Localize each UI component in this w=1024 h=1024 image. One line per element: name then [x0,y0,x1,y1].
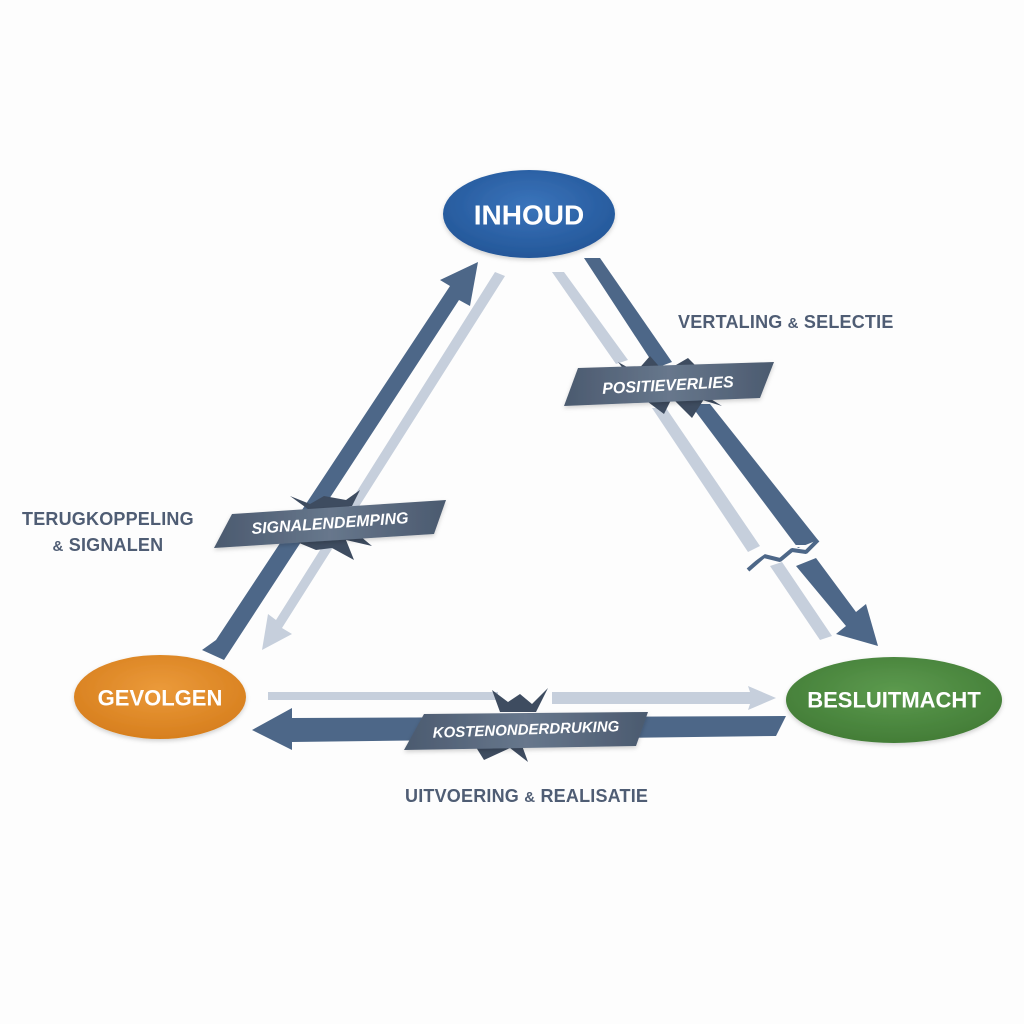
break-label-positieverlies: POSITIEVERLIES [602,374,735,398]
edge-label-vertaling: VERTALING [678,312,783,332]
break-banner-left: SIGNALENDEMPING [214,490,446,560]
arrow-translation-weak-upper [552,272,628,364]
edge-label-terugkoppeling-signalen: TERUGKOPPELING & SIGNALEN [22,506,194,560]
node-inhoud-label: INHOUD [474,200,584,231]
arrow-feedback-strong [202,262,478,660]
ampersand: & [787,315,799,332]
arrow-feedback-weak [262,272,505,650]
crack-right-gap [751,545,806,563]
node-gevolgen[interactable]: GEVOLGEN [74,655,246,739]
node-besluitmacht[interactable]: BESLUITMACHT [786,657,1002,743]
arrow-execution-weak-right [552,686,776,710]
break-label-kostenonderdruking: KOSTENONDERDRUKING [432,718,619,742]
arrow-execution-weak [268,692,498,700]
arrow-translation-weak-lower [770,562,832,640]
arrow-translation-weak-mid [652,408,760,552]
arrow-translation-strong-mid [690,404,818,548]
crack-right [746,538,820,572]
edge-label-uitvoering: UITVOERING [405,786,520,806]
edge-label-vertaling-selectie: VERTALING & SELECTIE [678,312,894,333]
edge-label-uitvoering-realisatie: UITVOERING & REALISATIE [405,786,648,807]
ampersand: & [524,789,536,806]
edge-label-terugkoppeling: TERUGKOPPELING [22,509,194,529]
ampersand: & [52,538,64,555]
edge-label-selectie: SELECTIE [803,312,894,332]
edge-label-signalen: SIGNALEN [68,535,164,555]
edge-label-realisatie: REALISATIE [540,786,649,806]
break-banner-right: POSITIEVERLIES [564,356,774,418]
node-gevolgen-label: GEVOLGEN [98,686,223,711]
node-besluitmacht-label: BESLUITMACHT [807,688,981,713]
arrow-translation-strong-lower [796,558,878,646]
break-banner-bottom: KOSTENONDERDRUKING [404,688,648,762]
arrow-translation-strong-upper [584,258,672,368]
node-inhoud[interactable]: INHOUD [443,170,615,258]
